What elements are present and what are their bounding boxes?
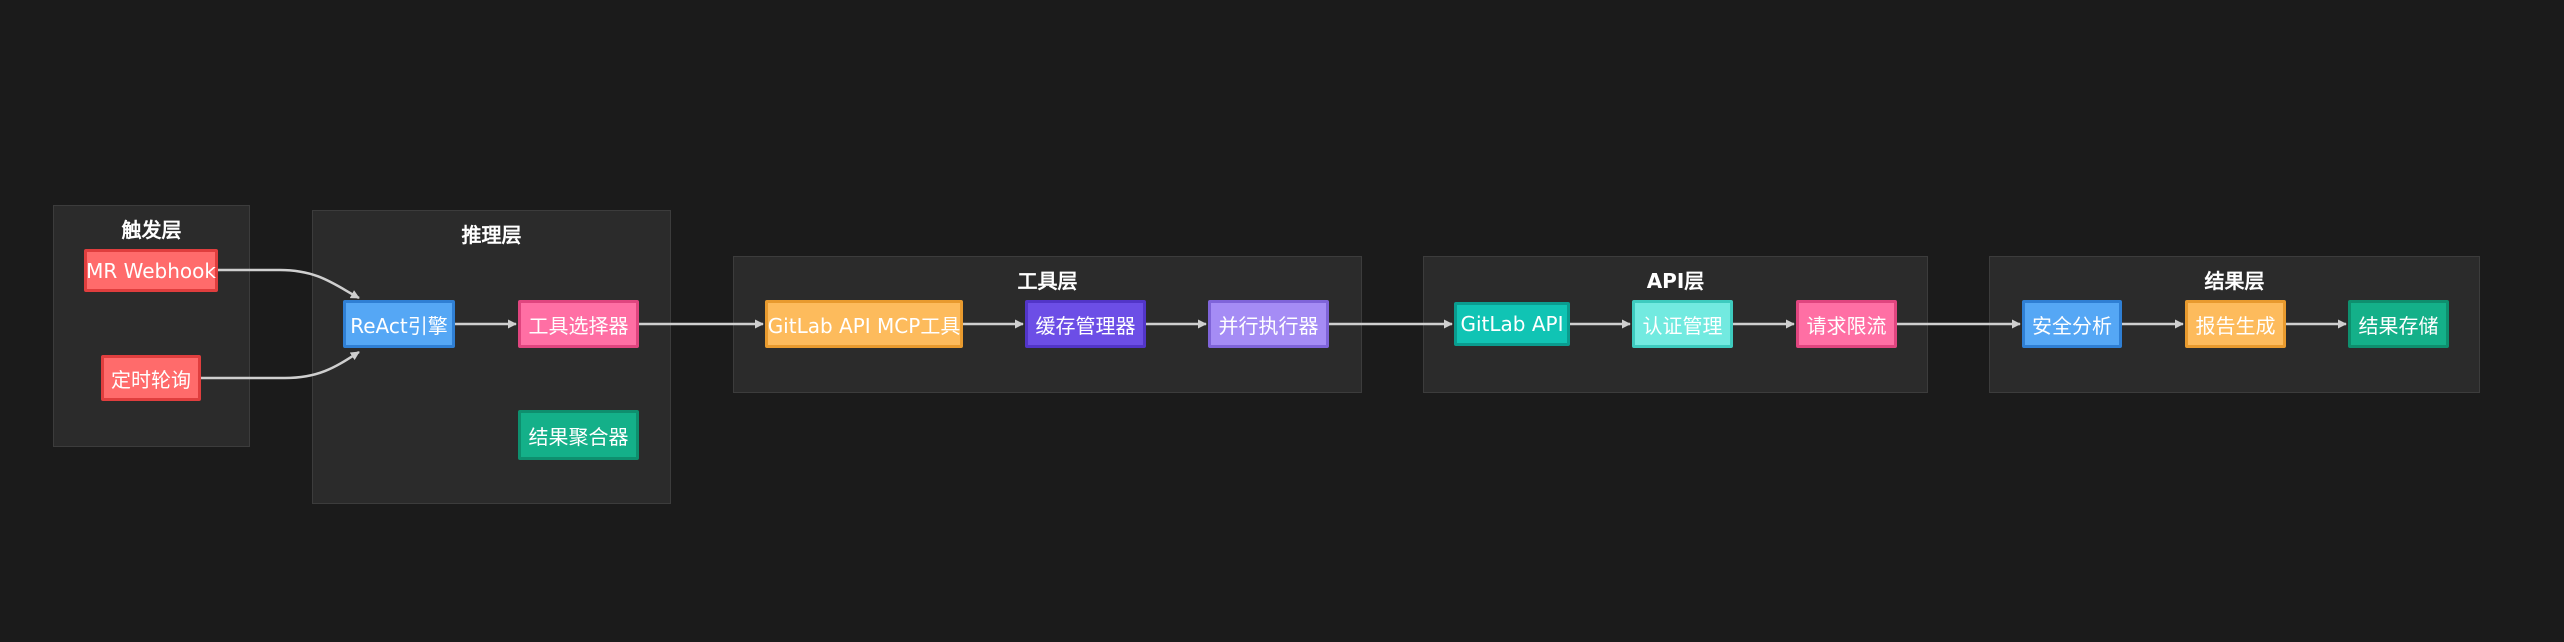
group-title-results: 结果层	[2204, 269, 2265, 293]
node-label-react-engine: ReAct引擎	[350, 313, 448, 338]
node-label-security-analysis: 安全分析	[2032, 313, 2112, 338]
node-label-gitlab-api: GitLab API	[1460, 312, 1564, 336]
node-rate-limit[interactable]: 请求限流	[1796, 300, 1897, 348]
node-parallel-executor[interactable]: 并行执行器	[1208, 300, 1329, 348]
node-label-tool-selector: 工具选择器	[528, 313, 629, 338]
node-label-scheduled-poll: 定时轮询	[111, 367, 191, 392]
node-gitlab-mcp-tool[interactable]: GitLab API MCP工具	[765, 300, 963, 348]
group-title-tools: 工具层	[1017, 269, 1078, 293]
node-label-mr-webhook: MR Webhook	[86, 258, 216, 283]
node-label-auth-manager: 认证管理	[1642, 313, 1723, 338]
node-auth-manager[interactable]: 认证管理	[1632, 300, 1733, 348]
group-title-api: API层	[1646, 269, 1705, 293]
node-label-report-generation: 报告生成	[2195, 313, 2276, 338]
edge-scheduled-poll-to-react-engine	[201, 350, 360, 380]
node-label-parallel-executor: 并行执行器	[1218, 313, 1319, 338]
node-mr-webhook[interactable]: MR Webhook	[84, 249, 218, 292]
node-result-storage[interactable]: 结果存储	[2348, 300, 2449, 348]
group-title-reasoning: 推理层	[461, 223, 522, 247]
node-report-generation[interactable]: 报告生成	[2185, 300, 2286, 348]
node-label-result-storage: 结果存储	[2358, 313, 2439, 338]
group-trigger-layer: 触发层	[53, 205, 250, 447]
node-gitlab-api[interactable]: GitLab API	[1454, 302, 1570, 346]
node-label-cache-manager: 缓存管理器	[1035, 313, 1136, 338]
node-label-result-aggregator: 结果聚合器	[528, 424, 629, 449]
node-react-engine[interactable]: ReAct引擎	[343, 300, 455, 348]
node-tool-selector[interactable]: 工具选择器	[518, 300, 639, 348]
node-scheduled-poll[interactable]: 定时轮询	[101, 355, 201, 401]
node-cache-manager[interactable]: 缓存管理器	[1025, 300, 1146, 348]
node-security-analysis[interactable]: 安全分析	[2022, 300, 2122, 348]
edge-mr-webhook-to-react-engine	[218, 268, 360, 300]
node-label-gitlab-mcp-tool: GitLab API MCP工具	[767, 313, 961, 338]
group-title-trigger: 触发层	[121, 218, 182, 242]
node-result-aggregator[interactable]: 结果聚合器	[518, 410, 639, 460]
node-label-rate-limit: 请求限流	[1806, 313, 1887, 338]
